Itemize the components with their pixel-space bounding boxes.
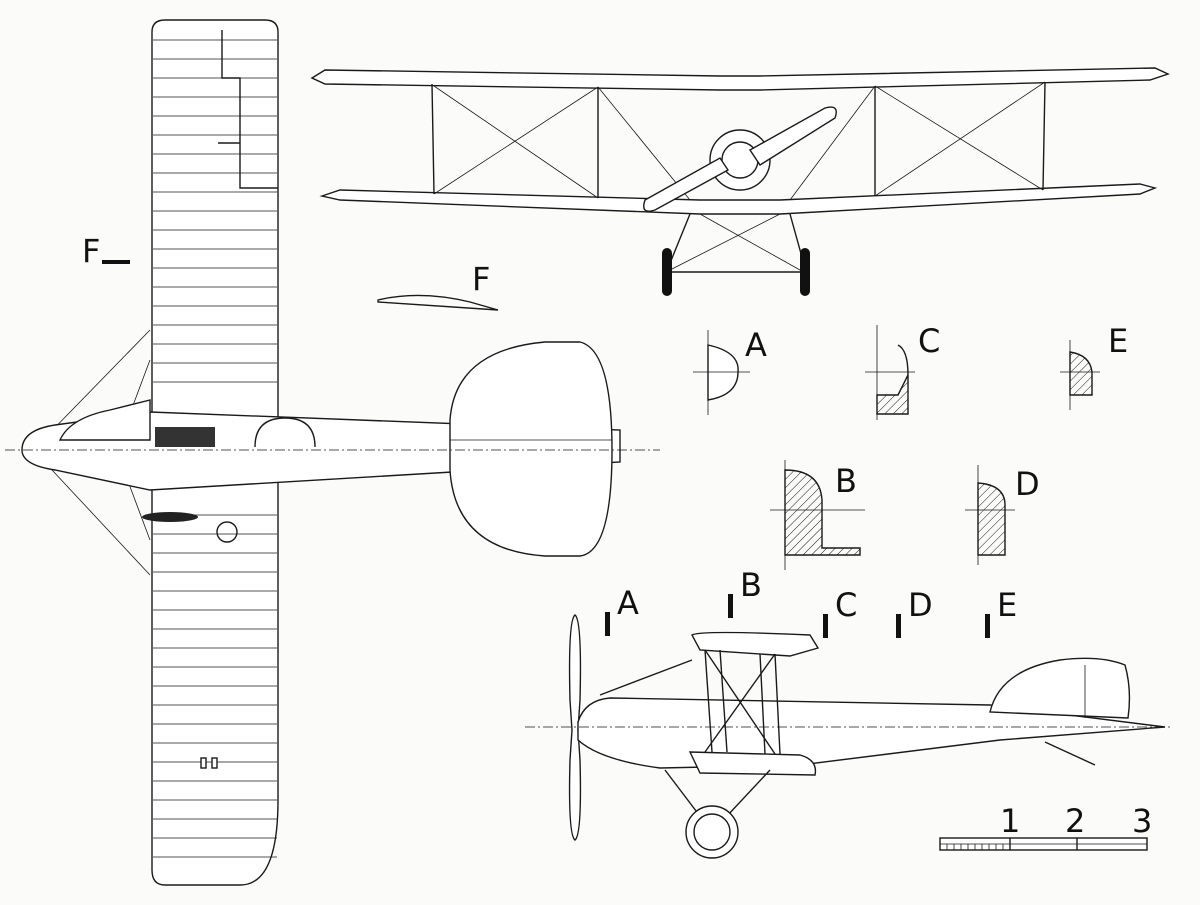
lower-wing-side	[688, 751, 817, 776]
station-label: A	[617, 584, 639, 622]
section-e: E	[1060, 322, 1128, 410]
section-b: B	[770, 460, 865, 570]
radiator	[155, 427, 215, 447]
section-d: D	[965, 465, 1040, 565]
airfoil-section-f: F	[377, 260, 499, 311]
station-marker	[605, 612, 610, 636]
plan-section-marker: F	[82, 232, 100, 270]
scale-label-3: 3	[1132, 802, 1152, 840]
section-c-label: C	[918, 322, 940, 360]
station-label: C	[835, 586, 857, 624]
tailplane-plan	[449, 341, 613, 557]
station-marker	[728, 594, 733, 618]
upper-wing-side	[691, 631, 820, 657]
section-b-label: B	[835, 462, 857, 500]
lower-wing-front	[319, 183, 1158, 215]
propeller-front	[643, 106, 837, 212]
front-view	[310, 67, 1170, 296]
propeller-side	[568, 614, 582, 841]
scale-label-1: 1	[1000, 802, 1020, 840]
station-marker	[823, 614, 828, 638]
station-markers: A B C D E	[605, 566, 1017, 638]
wing-ribs	[153, 39, 277, 858]
station-label: D	[908, 586, 933, 624]
airfoil-section-label: F	[472, 260, 490, 298]
wheel-right	[800, 248, 810, 296]
side-view: A B C D E	[525, 566, 1170, 859]
engine-cowling	[58, 399, 151, 441]
tail-fin	[989, 657, 1131, 719]
wheel-plan	[142, 512, 198, 522]
section-d-label: D	[1015, 465, 1040, 503]
section-c: C	[865, 322, 940, 420]
scale-label-2: 2	[1065, 802, 1085, 840]
wheel-left	[662, 248, 672, 296]
station-label: B	[740, 566, 762, 604]
section-e-label: E	[1108, 322, 1128, 360]
station-label: E	[997, 586, 1017, 624]
station-marker	[985, 614, 990, 638]
section-a: A	[693, 326, 767, 415]
scale-bar: 1 2 3	[939, 802, 1152, 851]
section-a-label: A	[745, 326, 767, 364]
plan-view: F	[5, 19, 660, 886]
upper-wing-front	[310, 67, 1170, 91]
station-marker	[896, 614, 901, 638]
engine-front	[709, 129, 771, 191]
